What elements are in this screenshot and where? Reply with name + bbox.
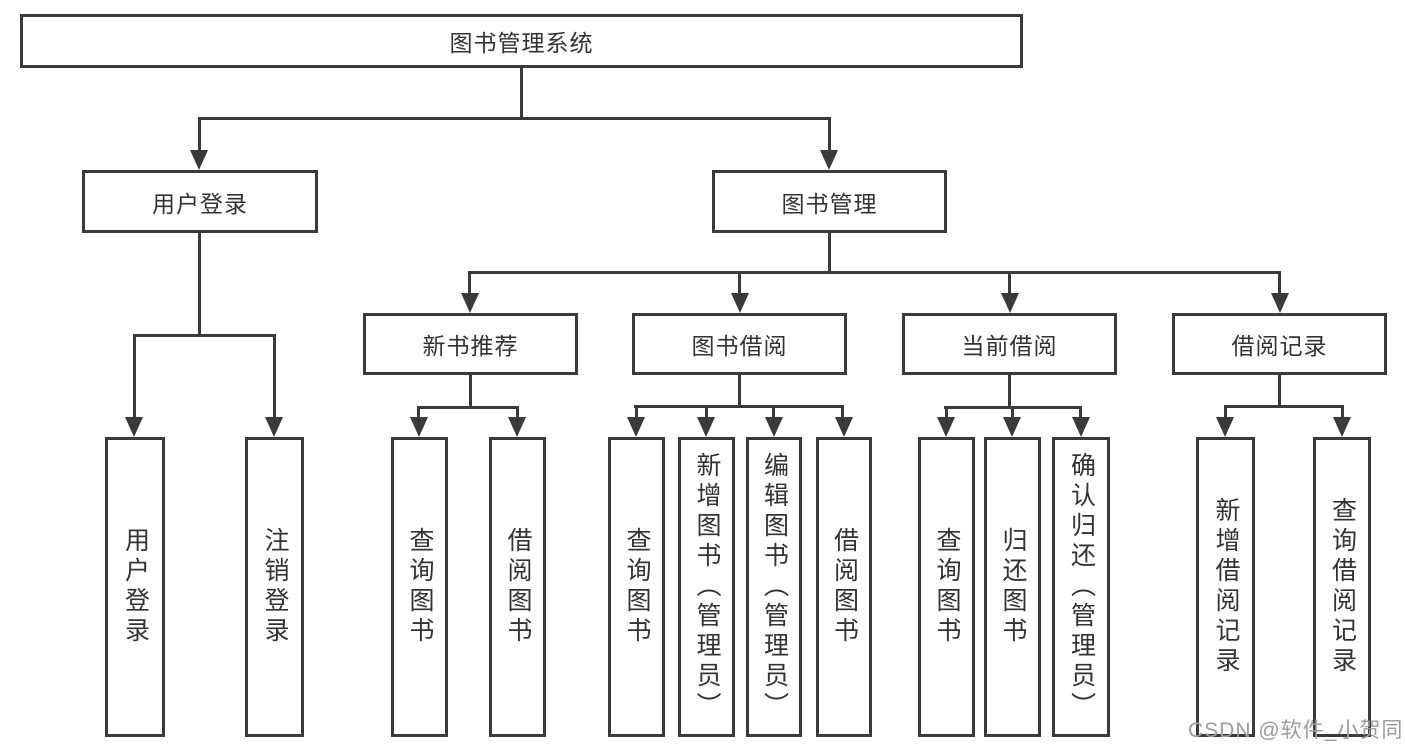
leaf-add-borrow-record: 新增借阅记录 bbox=[1196, 437, 1255, 737]
node-borrow-records: 借阅记录 bbox=[1172, 313, 1387, 375]
arrowhead-icon bbox=[461, 293, 479, 313]
connector-line bbox=[417, 406, 420, 419]
leaf-query-borrow-record: 查询借阅记录 bbox=[1313, 437, 1371, 737]
arrowhead-icon bbox=[1072, 417, 1090, 437]
arrowhead-icon bbox=[1271, 293, 1289, 313]
leaf-label: 借阅图书 bbox=[504, 527, 532, 647]
leaf-query-books-current: 查询图书 bbox=[918, 437, 975, 737]
leaf-query-books-borrow: 查询图书 bbox=[608, 437, 665, 737]
connector-line bbox=[1278, 271, 1281, 296]
connector-line bbox=[516, 406, 519, 419]
leaf-confirm-return-admin: 确认归还（管理员） bbox=[1052, 437, 1110, 737]
csdn-watermark: CSDN @软件_小贺同学 bbox=[1188, 719, 1405, 742]
connector-line bbox=[945, 406, 948, 419]
leaf-label: 新增借阅记录 bbox=[1212, 497, 1240, 677]
arrowhead-icon bbox=[627, 417, 645, 437]
leaf-query-books-recommend: 查询图书 bbox=[391, 437, 448, 737]
arrowhead-icon bbox=[937, 417, 955, 437]
connector-line bbox=[828, 117, 831, 153]
leaf-label: 借阅图书 bbox=[830, 527, 859, 647]
leaf-label: 注销登录 bbox=[261, 527, 289, 647]
arrowhead-icon bbox=[125, 417, 143, 437]
connector-line bbox=[198, 117, 831, 120]
node-book-borrow: 图书借阅 bbox=[632, 313, 847, 375]
arrowhead-icon bbox=[1216, 417, 1234, 437]
connector-line bbox=[705, 405, 708, 419]
leaf-user-login: 用户登录 bbox=[105, 437, 165, 737]
connector-line bbox=[841, 405, 844, 419]
connector-line bbox=[738, 375, 741, 407]
leaf-label: 查询借阅记录 bbox=[1328, 497, 1357, 677]
arrowhead-icon bbox=[820, 150, 838, 170]
leaf-return-book: 归还图书 bbox=[984, 437, 1041, 737]
arrowhead-icon bbox=[835, 417, 853, 437]
arrowhead-icon bbox=[190, 150, 208, 170]
connector-line bbox=[468, 271, 1281, 274]
connector-line bbox=[828, 233, 831, 274]
leaf-borrow-books-borrow: 借阅图书 bbox=[816, 437, 872, 737]
leaf-add-book-admin: 新增图书（管理员） bbox=[678, 437, 735, 737]
connector-line bbox=[198, 117, 201, 153]
connector-line bbox=[133, 334, 276, 337]
connector-line bbox=[198, 233, 201, 337]
leaf-label: 用户登录 bbox=[121, 527, 150, 647]
leaf-borrow-books-recommend: 借阅图书 bbox=[489, 437, 546, 737]
arrowhead-icon bbox=[265, 417, 283, 437]
connector-line bbox=[738, 271, 741, 296]
arrowhead-icon bbox=[765, 417, 783, 437]
leaf-label: 归还图书 bbox=[999, 527, 1027, 647]
node-new-book-recommend: 新书推荐 bbox=[363, 313, 578, 375]
connector-line bbox=[1079, 406, 1082, 419]
connector-line bbox=[469, 375, 472, 408]
leaf-label: 确认归还（管理员） bbox=[1067, 452, 1096, 722]
leaf-label: 新增图书（管理员） bbox=[693, 452, 721, 722]
connector-line bbox=[1224, 405, 1227, 419]
arrowhead-icon bbox=[508, 417, 526, 437]
leaf-label: 查询图书 bbox=[406, 527, 434, 647]
node-book-management: 图书管理 bbox=[712, 170, 947, 233]
node-library-system: 图书管理系统 bbox=[20, 14, 1023, 68]
node-user-login: 用户登录 bbox=[82, 170, 318, 233]
arrowhead-icon bbox=[1333, 417, 1351, 437]
leaf-label: 查询图书 bbox=[933, 527, 961, 647]
connector-line bbox=[1008, 271, 1011, 296]
connector-line bbox=[417, 406, 518, 409]
connector-line bbox=[634, 405, 844, 408]
node-current-borrow: 当前借阅 bbox=[902, 313, 1117, 375]
arrowhead-icon bbox=[410, 417, 428, 437]
arrowhead-icon bbox=[1003, 417, 1021, 437]
connector-line bbox=[1008, 375, 1011, 408]
leaf-label: 编辑图书（管理员） bbox=[760, 452, 789, 722]
connector-line bbox=[635, 405, 638, 419]
leaf-edit-book-admin: 编辑图书（管理员） bbox=[746, 437, 802, 737]
connector-line bbox=[520, 68, 523, 120]
connector-line bbox=[273, 334, 276, 419]
arrowhead-icon bbox=[1001, 293, 1019, 313]
leaf-label: 查询图书 bbox=[623, 527, 651, 647]
connector-line bbox=[1341, 405, 1344, 419]
connector-line bbox=[1224, 405, 1343, 408]
connector-line bbox=[468, 271, 471, 296]
connector-line bbox=[1011, 406, 1014, 419]
leaf-logout: 注销登录 bbox=[245, 437, 304, 737]
connector-line bbox=[772, 405, 775, 419]
arrowhead-icon bbox=[731, 293, 749, 313]
arrowhead-icon bbox=[697, 417, 715, 437]
connector-line bbox=[133, 334, 136, 419]
connector-line bbox=[1278, 375, 1281, 407]
